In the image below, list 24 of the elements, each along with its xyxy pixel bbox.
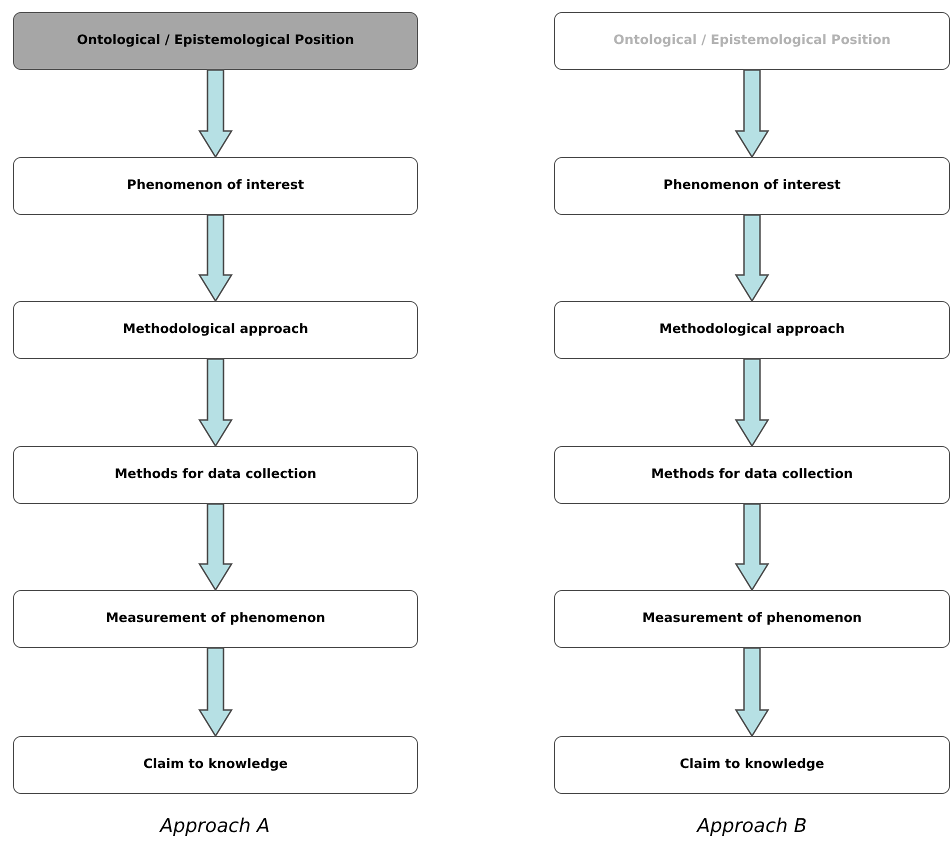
process-box: Methods for data collection: [13, 446, 418, 504]
block-arrow: [734, 214, 770, 302]
process-box: Claim to knowledge: [554, 736, 950, 794]
process-box: Methods for data collection: [554, 446, 950, 504]
block-arrow: [198, 358, 233, 448]
process-box: Claim to knowledge: [13, 736, 418, 794]
process-box: Measurement of phenomenon: [13, 590, 418, 648]
block-arrow: [734, 503, 770, 592]
block-arrow: [198, 503, 233, 592]
process-box: Methodological approach: [554, 301, 950, 359]
process-box: Ontological / Epistemological Position: [13, 12, 418, 70]
process-box: Ontological / Epistemological Position: [554, 12, 950, 70]
block-arrow: [734, 69, 770, 158]
block-arrow: [198, 214, 233, 302]
process-box: Phenomenon of interest: [554, 157, 950, 215]
column-caption: Approach A: [160, 814, 270, 839]
column-caption: Approach B: [697, 814, 807, 839]
block-arrow: [734, 358, 770, 448]
process-box: Methodological approach: [13, 301, 418, 359]
block-arrow: [198, 647, 233, 738]
block-arrow: [734, 647, 770, 738]
process-box: Measurement of phenomenon: [554, 590, 950, 648]
block-arrow: [198, 69, 233, 158]
process-box: Phenomenon of interest: [13, 157, 418, 215]
